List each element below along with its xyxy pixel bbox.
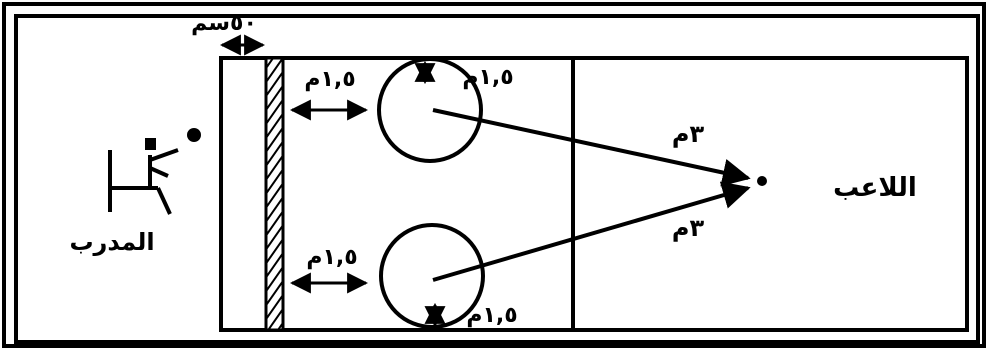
- coach-figure: [108, 138, 179, 215]
- lower-arrow-distance-label: ٣م: [672, 214, 705, 242]
- upper-arrow-distance-label: ٣م: [672, 120, 705, 148]
- court-boundary: [219, 56, 969, 332]
- top-left-distance-label: ١,٥م: [304, 67, 355, 92]
- top-gap-label: ٥٠سم: [191, 11, 257, 36]
- upper-arrow: [432, 108, 751, 187]
- top-diameter-label: ١,٥م: [462, 65, 513, 90]
- lower-arrow: [432, 181, 751, 282]
- inner-frame: [14, 14, 980, 344]
- coach-label: المدرب: [69, 228, 154, 256]
- outer-frame: [2, 2, 986, 348]
- bottom-left-distance-label: ١,٥م: [306, 245, 357, 270]
- bottom-diameter-label: ١,٥م: [466, 303, 517, 328]
- player-dot: [757, 176, 767, 186]
- top-circle: [377, 57, 483, 163]
- player-label: اللاعب: [833, 173, 917, 203]
- hatched-wall: [264, 56, 285, 332]
- ball: [187, 128, 201, 142]
